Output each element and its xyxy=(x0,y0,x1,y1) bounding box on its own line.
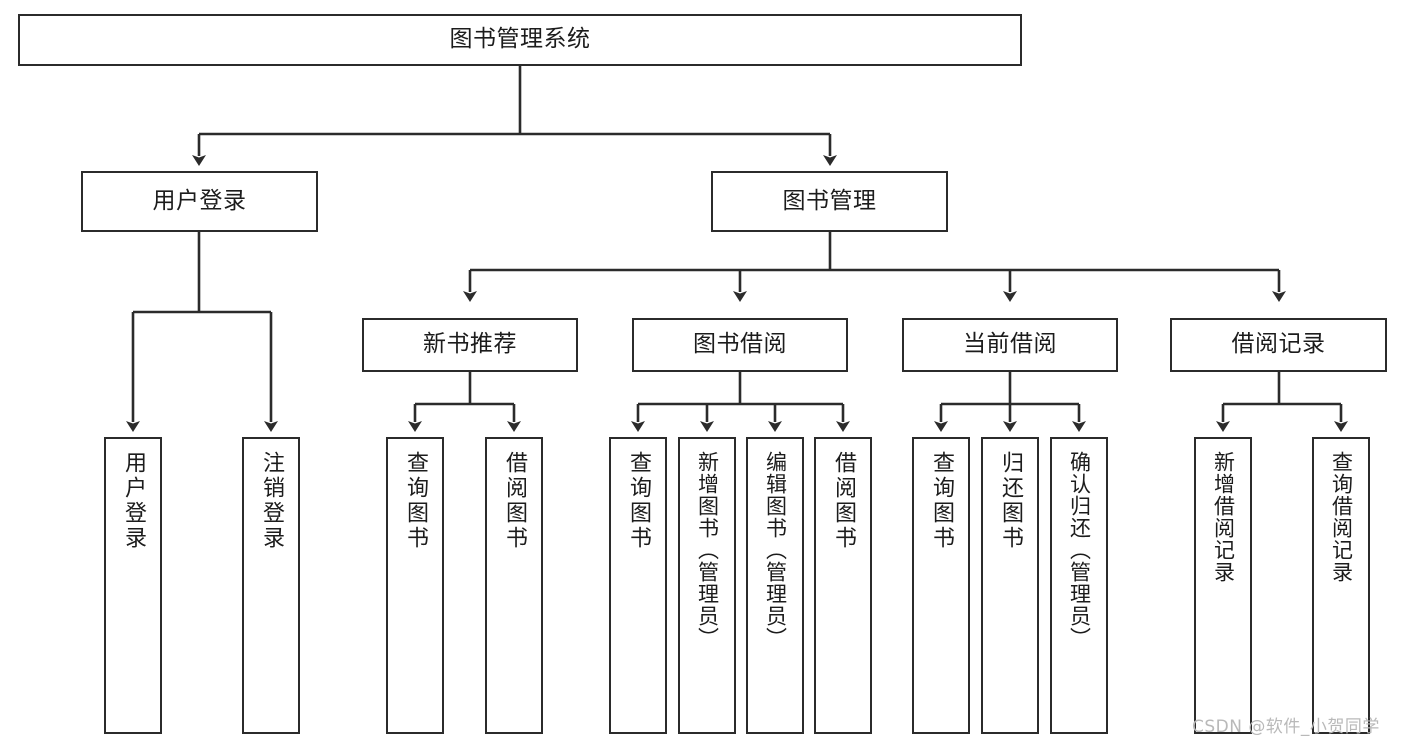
node-root-system[interactable]: 图书管理系统 xyxy=(18,14,1022,66)
node-label: 用户登录 xyxy=(121,451,146,551)
node-book-management[interactable]: 图书管理 xyxy=(711,171,948,232)
node-current-borrow[interactable]: 当前借阅 xyxy=(902,318,1118,372)
leaf-user-login[interactable]: 用户登录 xyxy=(104,437,162,734)
leaf-query-book-current[interactable]: 查询图书 xyxy=(912,437,970,734)
leaf-return-book[interactable]: 归还图书 xyxy=(981,437,1039,734)
leaf-add-borrow-record[interactable]: 新增借阅记录 xyxy=(1194,437,1252,734)
leaf-logout-login[interactable]: 注销登录 xyxy=(242,437,300,734)
node-label: 图书借阅 xyxy=(693,331,787,358)
node-label: 归还图书 xyxy=(998,451,1023,551)
node-label: 注销登录 xyxy=(259,451,284,551)
node-borrow-record[interactable]: 借阅记录 xyxy=(1170,318,1387,372)
leaf-edit-book-admin[interactable]: 编辑图书（管理员） xyxy=(746,437,804,734)
node-label: 图书管理系统 xyxy=(449,26,591,53)
node-label: 用户登录 xyxy=(152,187,247,214)
node-user-login[interactable]: 用户登录 xyxy=(81,171,318,232)
csdn-watermark: CSDN @软件_小贺同学 xyxy=(1192,717,1380,737)
node-label: 借阅图书 xyxy=(831,451,856,551)
leaf-confirm-return-admin[interactable]: 确认归还（管理员） xyxy=(1050,437,1108,734)
leaf-query-book-borrow[interactable]: 查询图书 xyxy=(609,437,667,734)
node-label: 借阅记录 xyxy=(1231,331,1326,358)
node-label: 当前借阅 xyxy=(963,331,1057,358)
leaf-borrow-book-recommend[interactable]: 借阅图书 xyxy=(485,437,543,734)
node-new-book-recommend[interactable]: 新书推荐 xyxy=(362,318,578,372)
leaf-query-borrow-record[interactable]: 查询借阅记录 xyxy=(1312,437,1370,734)
node-label: 新书推荐 xyxy=(423,331,517,358)
node-label: 新增图书（管理员） xyxy=(695,451,720,649)
node-book-borrow[interactable]: 图书借阅 xyxy=(632,318,848,372)
node-label: 查询借阅记录 xyxy=(1329,451,1354,583)
leaf-query-book-recommend[interactable]: 查询图书 xyxy=(386,437,444,734)
node-label: 查询图书 xyxy=(929,451,954,551)
node-label: 查询图书 xyxy=(626,451,651,551)
node-label: 确认归还（管理员） xyxy=(1067,451,1092,649)
node-label: 新增借阅记录 xyxy=(1211,451,1236,583)
node-label: 图书管理 xyxy=(782,187,877,214)
node-label: 查询图书 xyxy=(403,451,428,551)
node-label: 编辑图书（管理员） xyxy=(763,451,788,649)
leaf-add-book-admin[interactable]: 新增图书（管理员） xyxy=(678,437,736,734)
node-label: 借阅图书 xyxy=(502,451,527,551)
leaf-borrow-book[interactable]: 借阅图书 xyxy=(814,437,872,734)
